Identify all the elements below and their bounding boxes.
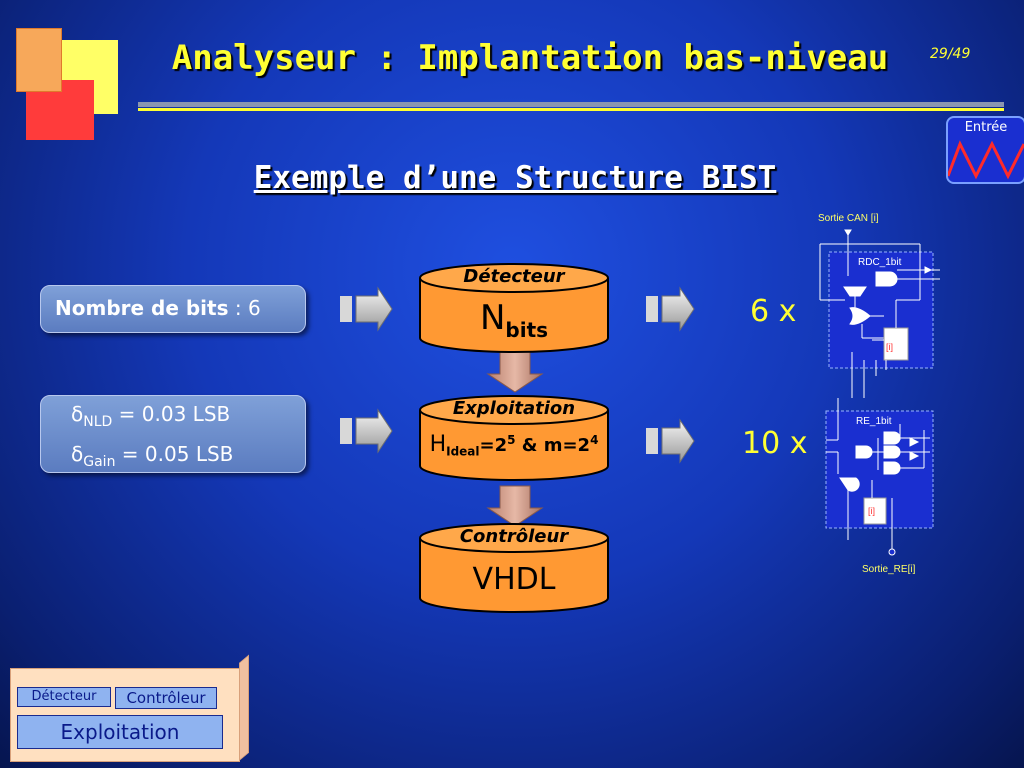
arrow-down-1 [486,351,544,393]
exploitation-title: Exploitation [452,398,576,419]
gain-subscript: Gain [83,454,116,470]
gain-line: δGain = 0.05 LSB [71,442,233,470]
controleur-main: VHDL [472,562,556,597]
title-rule-yellow [138,108,1004,111]
entree-button[interactable]: Entrée [946,116,1024,184]
delta-symbol: δ [71,402,84,426]
multiplier-10: 10 x [742,426,808,461]
controleur-title: Contrôleur [459,526,569,547]
entree-label: Entrée [964,120,1008,135]
rdc-register-label: [i] [886,342,894,352]
nld-line: δNLD = 0.03 LSB [71,402,230,430]
bits-label: Nombre de bits [55,296,229,320]
nld-value: = 0.03 LSB [112,402,231,426]
nld-subscript: NLD [83,414,113,430]
page-title: Analyseur : Implantation bas-niveau [171,38,889,78]
detecteur-formula: Nbits [420,298,608,342]
nbits-main: N [479,298,506,338]
arrow-right-4 [646,418,695,464]
page-number: 29/49 [930,46,971,62]
slide-subtitle: Exemple d’une Structure BIST [253,160,777,196]
h-subscript: Ideal [446,444,480,459]
nav-box: Détecteur Contrôleur Exploitation [10,654,249,762]
rdc-label: RDC_1bit [858,257,902,268]
bits-value: 6 [247,296,261,320]
formula-mid: =2 [479,435,508,456]
controleur-cylinder [419,523,609,613]
exploitation-cylinder [419,395,609,481]
nav-controleur-button[interactable]: Contrôleur [115,687,217,709]
re-label: RE_1bit [856,416,892,427]
nbits-subscript: bits [505,317,549,342]
arrow-right-3 [340,408,393,454]
arrow-right-2 [646,286,695,332]
re-register-label: [i] [868,506,876,516]
sortie-re-label: Sortie_RE[i] [862,564,916,575]
delta-panel: δNLD = 0.03 LSB δGain = 0.05 LSB [40,395,306,473]
delta-symbol: δ [71,442,84,466]
sortie-can-label: Sortie CAN [i] [818,213,879,224]
nav-detecteur-button[interactable]: Détecteur [17,687,111,707]
detecteur-cylinder [419,263,609,353]
re-schematic [825,398,934,556]
exploitation-formula: HIdeal=25 & m=24 [420,432,608,459]
triangle-wave-icon [948,140,1024,180]
h-symbol: H [429,432,447,457]
nav-box-side [239,654,249,761]
gain-value: = 0.05 LSB [115,442,234,466]
rdc-schematic [819,229,940,398]
arrow-right-1 [340,286,393,332]
bits-text: Nombre de bits : 6 [55,296,261,320]
arrow-down-2 [486,485,544,527]
title-rule-grey [138,102,1004,107]
bits-separator: : [228,296,248,320]
formula-and: & m=2 [515,435,591,456]
multiplier-6: 6 x [750,294,797,329]
bits-panel: Nombre de bits : 6 [40,285,306,333]
detecteur-title: Détecteur [463,266,565,287]
deco-square-orange-top [16,28,62,92]
formula-exp1: 5 [507,433,516,447]
formula-exp2: 4 [590,433,599,447]
nav-exploitation-button[interactable]: Exploitation [17,715,223,749]
